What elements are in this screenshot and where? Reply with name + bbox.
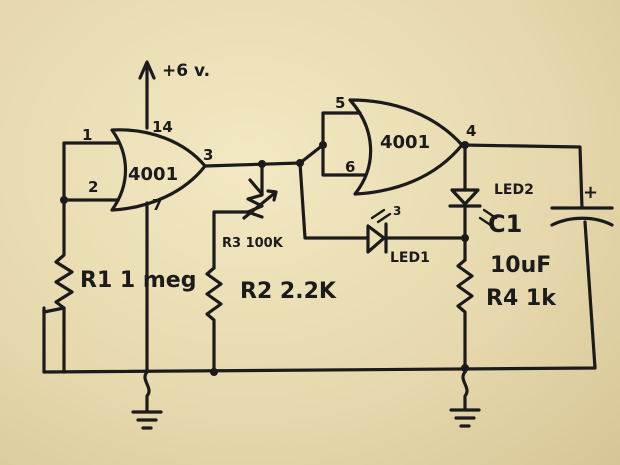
- supply-label: +6 v.: [162, 61, 210, 81]
- r1-resistor: [54, 198, 74, 374]
- led2-label: LED2: [494, 182, 534, 198]
- led1-light-arrows: [370, 208, 392, 224]
- r2-resistor: [205, 266, 223, 374]
- led2-diode: [450, 188, 480, 206]
- gate1-pin3: 3: [203, 146, 213, 164]
- gate2-output-wire: [460, 143, 584, 210]
- gate1-label: 4001: [128, 164, 178, 185]
- led2-light-arrows: [478, 208, 498, 228]
- vcc-rail: [138, 60, 156, 130]
- led1-diode: [366, 224, 386, 254]
- gate2-symbol: [348, 98, 464, 196]
- r3-label: R3 100K: [222, 236, 284, 251]
- gate1-pin1: 1: [82, 126, 92, 144]
- r1-label: R1 1 meg: [80, 268, 196, 293]
- gate1-symbol: [110, 128, 207, 212]
- gate1-pin7: 7: [152, 196, 162, 214]
- r3-wiper: [242, 178, 278, 220]
- ground-symbol-right: [449, 370, 481, 428]
- gate1-inputs-wire: [62, 141, 120, 202]
- gate2-input-link: [298, 143, 325, 165]
- r1-ground-link: [42, 306, 66, 314]
- c1-ground-wire: [42, 220, 597, 374]
- gate2-label: 4001: [380, 132, 430, 153]
- gate2-pin5: 5: [335, 94, 345, 112]
- gate2-pin4: 4: [466, 122, 476, 140]
- junction-dot: [319, 141, 327, 149]
- gate2-pin6: 6: [345, 158, 355, 176]
- gate2-inputs-wire: [321, 111, 367, 177]
- gate1-pin2: 2: [88, 178, 98, 196]
- r3-to-r2-wire: [212, 210, 250, 270]
- led1-label: LED1: [390, 250, 430, 266]
- c1-value: 10uF: [490, 253, 551, 278]
- gate1-output-wire: [203, 161, 302, 168]
- r4-resistor: [456, 258, 474, 374]
- led1-wire-left: [298, 161, 370, 240]
- c1-label: C1: [488, 210, 522, 238]
- gate1-pin14: 14: [152, 118, 173, 136]
- r2-label: R2 2.2K: [240, 279, 337, 304]
- c1-polarity: +: [583, 182, 598, 203]
- r4-label: R4 1k: [486, 286, 557, 311]
- led1-mark: 3: [393, 204, 401, 218]
- c1-plate-bottom: [550, 216, 614, 227]
- ground-symbol-left: [131, 370, 163, 430]
